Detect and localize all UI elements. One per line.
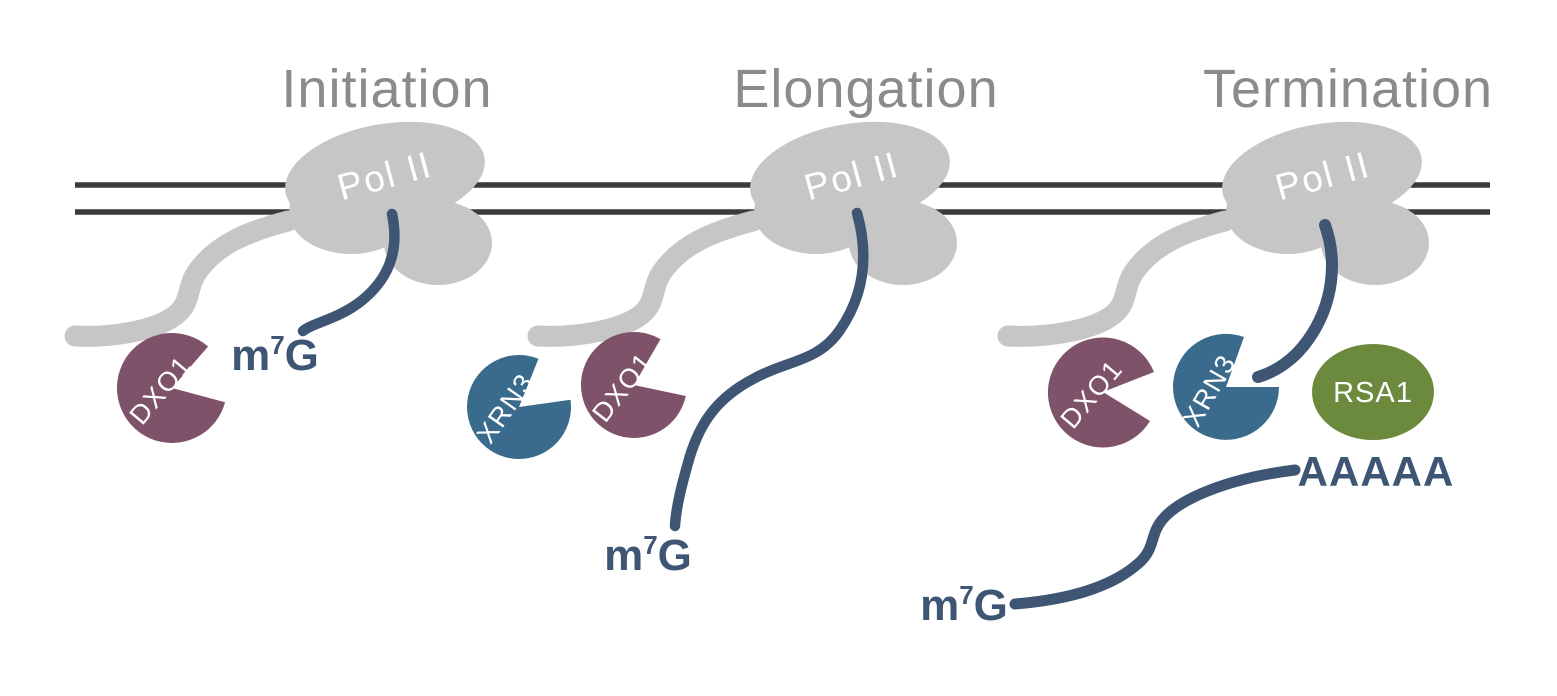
cap-sup: 7 — [959, 580, 973, 610]
cap-label-elongation: m7G — [604, 530, 692, 580]
dxo1-enzyme-termination: DXO1 — [1047, 337, 1154, 448]
xrn3-enzyme-termination: XRN3 — [1173, 333, 1279, 440]
nascent-rna-termination — [1252, 219, 1338, 383]
pol2-blob-elongation — [750, 121, 957, 285]
dxo1-enzyme-elongation: DXO1 — [580, 331, 686, 438]
stage-title-initiation: Initiation — [281, 59, 492, 119]
cap-label-initiation: m7G — [231, 330, 319, 380]
rsa1-label: RSA1 — [1333, 377, 1413, 409]
cap-label-termination: m7G — [920, 580, 1008, 630]
pol2-blob-initiation — [285, 121, 492, 285]
rsa1-protein: RSA1 — [1312, 344, 1434, 440]
nascent-rna-initiation — [297, 208, 400, 337]
nascent-rna-elongation — [669, 207, 869, 532]
pol2-blob-termination — [1222, 121, 1429, 285]
template-dna-tail-elongation — [527, 210, 764, 347]
xrn3-enzyme-elongation: XRN3 — [467, 355, 572, 460]
template-dna-tail-initiation — [64, 210, 299, 347]
polya-label: AAAAA — [1298, 448, 1455, 495]
cap-sup: 7 — [270, 330, 284, 360]
released-mrna — [1009, 464, 1301, 610]
template-dna-tail-termination — [997, 210, 1236, 347]
stage-title-elongation: Elongation — [733, 59, 998, 119]
cap-sup: 7 — [643, 530, 657, 560]
dxo1-enzyme-initiation: DXO1 — [116, 332, 226, 443]
stage-title-termination: Termination — [1203, 59, 1493, 119]
